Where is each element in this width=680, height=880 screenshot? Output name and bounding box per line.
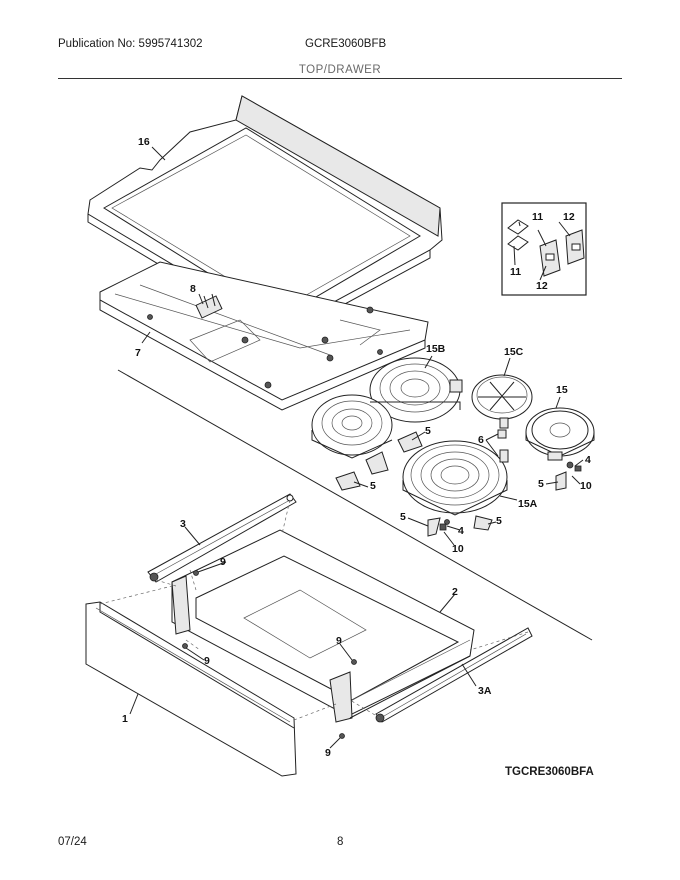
label-1: 1 xyxy=(122,713,128,725)
switch-part-8 xyxy=(195,293,223,319)
leader-lines xyxy=(129,146,584,749)
page-number: 8 xyxy=(337,836,344,848)
footer-date: 07/24 xyxy=(58,836,87,848)
label-9-d: 9 xyxy=(325,747,331,759)
label-15a: 15A xyxy=(518,498,538,510)
construction-lines xyxy=(99,499,529,721)
label-3: 3 xyxy=(180,518,186,530)
model-number: GCRE3060BFB xyxy=(305,38,387,50)
label-15b: 15B xyxy=(426,343,446,355)
inset-box xyxy=(501,202,587,296)
label-9-a: 9 xyxy=(220,556,226,568)
label-3a: 3A xyxy=(478,685,492,697)
drawer-part-2 xyxy=(171,529,475,723)
screws-part-9 xyxy=(182,570,357,739)
slide-rail-part-3a xyxy=(375,627,533,723)
label-7: 7 xyxy=(135,347,141,359)
small-parts xyxy=(439,429,582,531)
label-4-a: 4 xyxy=(585,454,591,466)
label-15: 15 xyxy=(556,384,568,396)
element-part-15a xyxy=(402,440,508,516)
label-10-a: 10 xyxy=(580,480,592,492)
label-12-bottom: 12 xyxy=(536,280,548,292)
label-12-top: 12 xyxy=(563,211,575,223)
label-5-b: 5 xyxy=(538,478,544,490)
frame-part-7 xyxy=(99,261,429,411)
label-9-b: 9 xyxy=(204,655,210,667)
label-6: 6 xyxy=(478,434,484,446)
label-5-c: 5 xyxy=(370,480,376,492)
label-11-bottom: 11 xyxy=(510,266,521,278)
label-15c: 15C xyxy=(504,346,524,358)
label-5-d: 5 xyxy=(400,511,406,523)
label-5-a: 5 xyxy=(425,425,431,437)
label-10-b: 10 xyxy=(452,543,464,555)
element-part-15b xyxy=(311,357,463,459)
part-labels: 16 8 7 11 12 11 12 15B 15C 15 5 6 4 5 10… xyxy=(122,136,592,759)
header-rule xyxy=(58,78,622,79)
section-title: TOP/DRAWER xyxy=(298,64,382,76)
label-8: 8 xyxy=(190,283,196,295)
element-part-15 xyxy=(525,407,595,461)
separator-line xyxy=(117,369,593,641)
element-part-15c xyxy=(471,374,533,429)
slide-rail-part-3 xyxy=(147,493,297,583)
label-16: 16 xyxy=(138,136,150,148)
label-5-e: 5 xyxy=(496,515,502,527)
label-11-top: 11 xyxy=(532,211,543,223)
publication-number: Publication No: 5995741302 xyxy=(58,38,203,50)
label-9-c: 9 xyxy=(336,635,342,647)
label-4-b: 4 xyxy=(458,525,464,537)
drawer-front-part-1 xyxy=(85,601,297,777)
diagram-code: TGCRE3060BFA xyxy=(505,766,594,778)
label-2: 2 xyxy=(452,586,458,598)
